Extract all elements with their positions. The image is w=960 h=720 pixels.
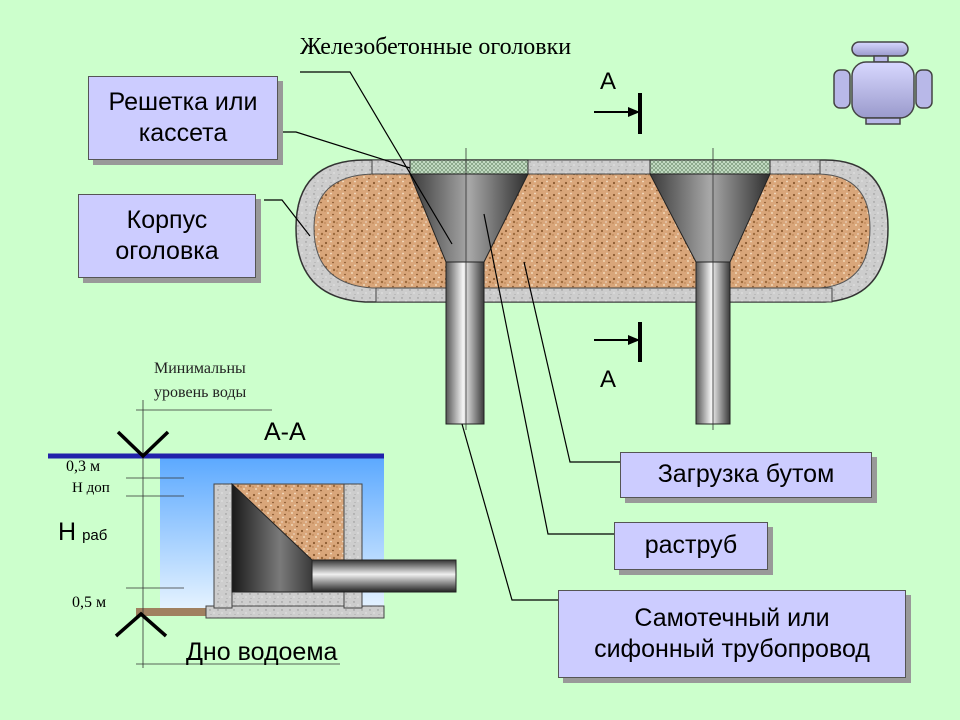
leader-lines (264, 71, 620, 601)
min-level-line1: Минимальны (154, 360, 246, 377)
label-body: Корпус оголовка (78, 194, 256, 278)
bottom-label: Дно водоема (186, 638, 338, 666)
section-marker-bottom: А (600, 366, 617, 393)
pipe-left (445, 261, 485, 425)
dim-top: 0,3 м (66, 458, 101, 475)
robot-icon (833, 41, 933, 125)
h-rab-main: Н (58, 518, 77, 546)
diagram-title: Железобетонные оголовки (300, 34, 572, 60)
bottom-level-mark (114, 611, 168, 638)
min-level-line2: уровень воды (154, 384, 247, 401)
dim-bottom: 0,5 м (72, 594, 107, 611)
section-marker-top: А (600, 68, 617, 95)
label-pipeline: Самотечный или сифонный трубопровод (558, 590, 906, 678)
label-bell: раструб (614, 522, 768, 570)
label-fill: Загрузка бутом (620, 452, 872, 498)
h-dop: Н доп (72, 480, 110, 496)
section-cut-bottom (594, 322, 642, 362)
section-cut-top (594, 93, 642, 134)
min-level-mark (116, 430, 170, 459)
intake-head (295, 148, 889, 430)
section-aa (48, 400, 457, 668)
gravel-fill (313, 173, 871, 289)
grate-left (409, 159, 529, 175)
section-title: А-А (264, 418, 306, 446)
label-grate: Решетка или кассета (88, 76, 278, 160)
section-pipe (311, 559, 457, 593)
h-rab-sub: раб (82, 527, 108, 544)
grate-right (649, 159, 771, 175)
